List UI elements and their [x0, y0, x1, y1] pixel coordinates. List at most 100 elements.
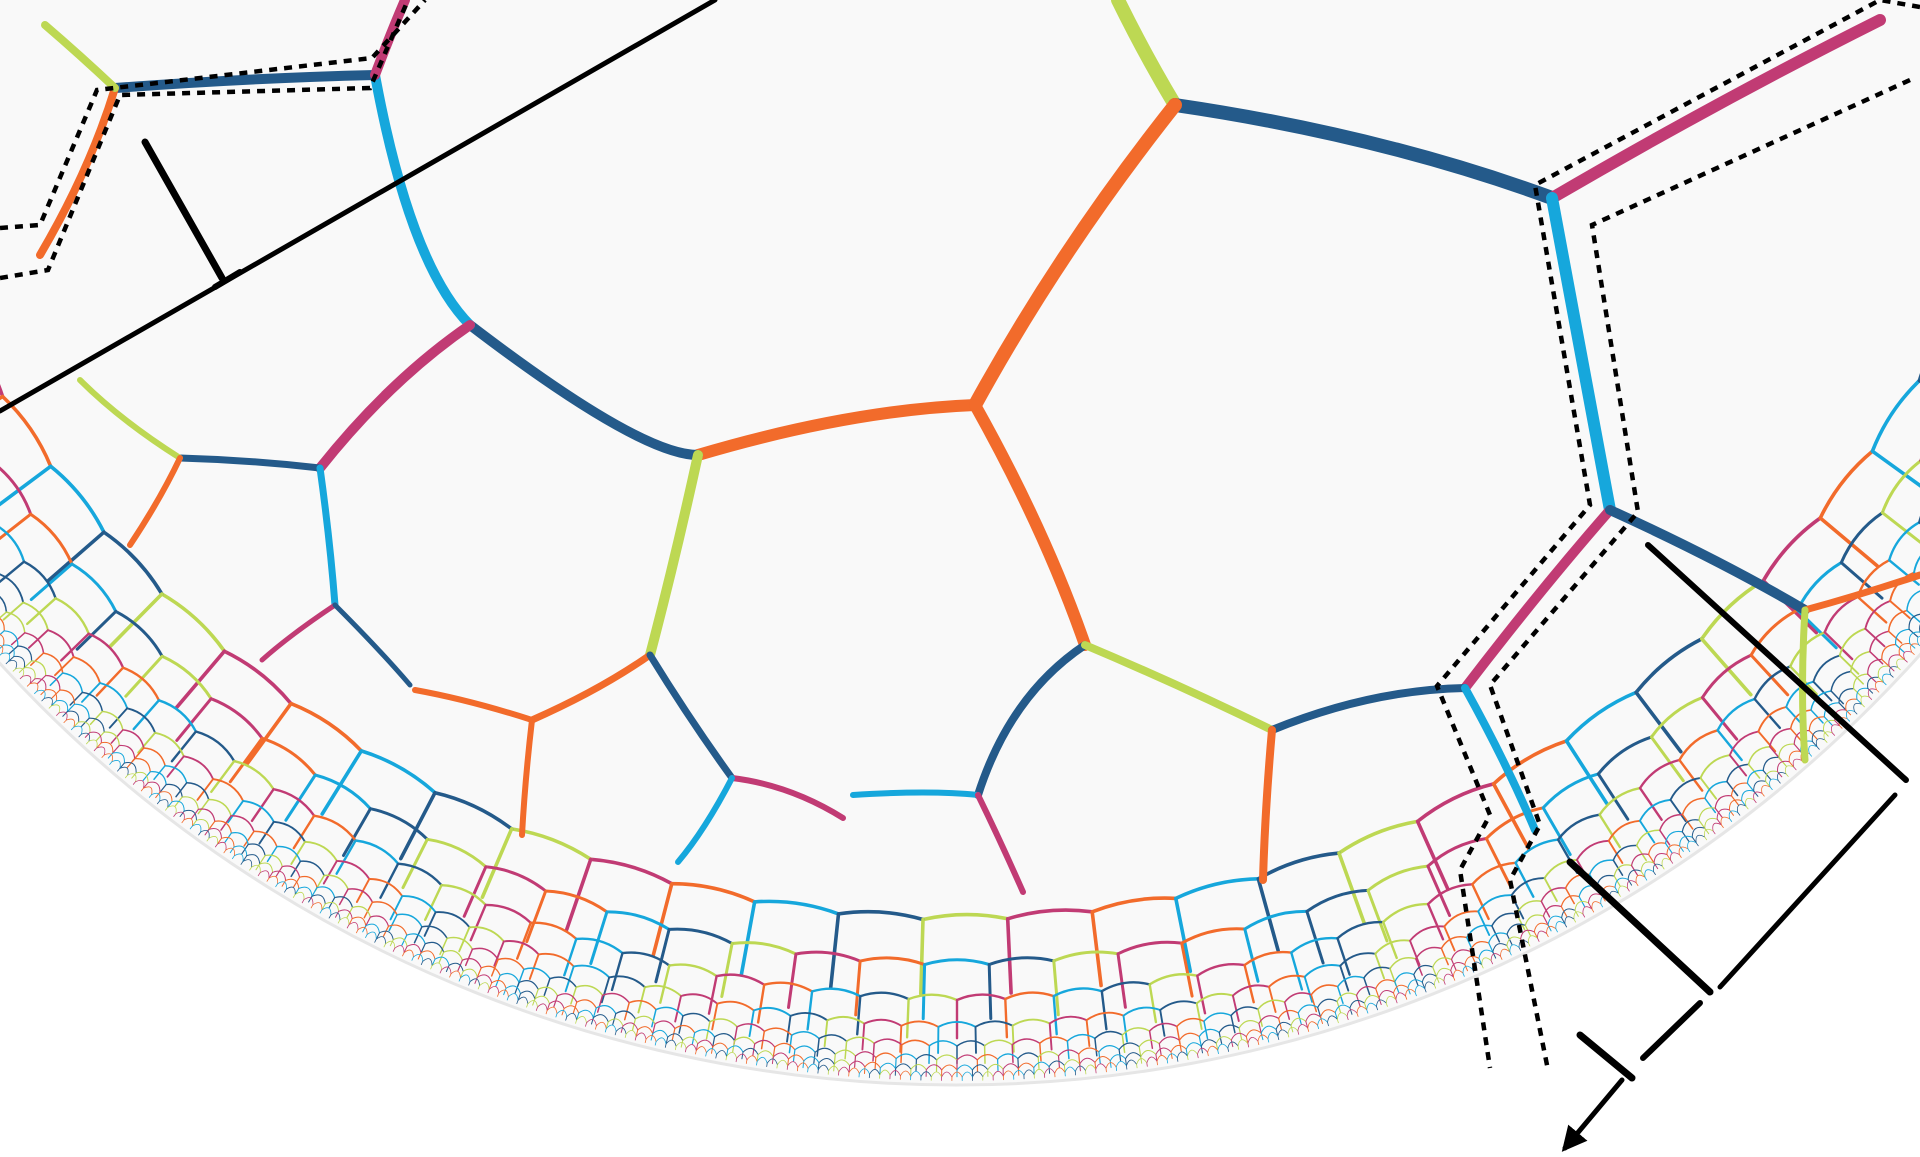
tile-edge: [1587, 902, 1593, 910]
tile-edge: [122, 729, 145, 749]
tile-edge: [736, 1053, 748, 1061]
tile-edge: [480, 827, 514, 899]
tile-edge: [1547, 915, 1563, 926]
tile-edge: [1588, 859, 1615, 876]
tile-edge: [469, 903, 487, 942]
tile-edge: [570, 986, 577, 1005]
tile-edge: [875, 1052, 897, 1060]
tile-edge: [1180, 941, 1194, 998]
tile-edge: [423, 911, 437, 937]
tile-edge: [313, 773, 372, 811]
tile-edge: [1148, 973, 1199, 986]
tile-edge: [1227, 1047, 1229, 1052]
tile-edge: [431, 958, 436, 966]
tile-edge: [1801, 571, 1920, 614]
tile-edge: [1659, 813, 1684, 832]
tile-edge: [1614, 886, 1619, 894]
tile-edge: [1336, 1012, 1348, 1020]
tile-edge: [1644, 869, 1654, 878]
tile-edge: [592, 1014, 609, 1023]
tile-edge: [776, 1064, 778, 1069]
tile-edge: [289, 701, 364, 753]
tile-edge: [849, 1060, 866, 1068]
tile-edge: [299, 875, 318, 889]
tile-edge: [166, 755, 185, 778]
tile-edge: [433, 790, 514, 831]
tile-edge: [69, 691, 84, 706]
tile-edge: [854, 1051, 877, 1059]
tile-edge: [1215, 1036, 1232, 1044]
tile-edge: [675, 1045, 677, 1051]
tile-edge: [635, 1029, 639, 1037]
tile-edge: [905, 997, 910, 1039]
dashed-outline-left: [0, 0, 427, 231]
tile-edge: [242, 799, 275, 823]
tile-edge: [132, 699, 161, 731]
tile-edge: [1395, 999, 1398, 1004]
tile-edge: [1877, 665, 1890, 678]
tile-edge: [1824, 739, 1828, 743]
tile-edge: [468, 981, 471, 986]
tile-edge: [401, 837, 429, 890]
tile-edge: [588, 857, 674, 886]
tile-edge: [1897, 666, 1901, 671]
tile-edge: [726, 1052, 738, 1059]
tile-edge: [1769, 778, 1779, 788]
tile-edge: [78, 733, 82, 738]
tile-edge: [956, 1064, 973, 1071]
tile-edge: [171, 800, 185, 812]
tile-edge: [167, 805, 177, 814]
tile-edge: [484, 865, 548, 893]
tile-edge: [1230, 1039, 1234, 1048]
tile-edge: [1714, 794, 1732, 809]
tile-edge: [392, 937, 408, 947]
tile-edge: [1317, 998, 1338, 1008]
tile-edge: [806, 990, 814, 1031]
tile-edge: [370, 70, 475, 330]
tile-edge: [505, 985, 521, 995]
tile-edge: [532, 998, 536, 1006]
tile-edge: [659, 964, 671, 1004]
tile-edge: [1867, 687, 1874, 694]
tile-edge: [972, 1071, 984, 1078]
tile-edge: [1231, 984, 1270, 997]
tile-edge: [143, 786, 153, 795]
tile-edge: [635, 1032, 647, 1040]
tile-edge: [60, 632, 90, 662]
tile-edge: [1257, 1040, 1260, 1045]
tile-edge: [1704, 780, 1728, 800]
tile-edge: [233, 845, 248, 857]
tile-edge: [1477, 894, 1513, 913]
tile-edge: [665, 1039, 677, 1047]
tile-edge: [1627, 887, 1630, 892]
tile-edge: [889, 1070, 901, 1077]
tile-edge: [680, 993, 719, 1005]
tile-edge: [1187, 1049, 1198, 1057]
tile-edge: [595, 1025, 597, 1030]
tile-edge: [794, 1045, 816, 1053]
tile-edge: [266, 877, 270, 882]
tile-edge: [379, 930, 394, 941]
tile-edge: [921, 912, 1010, 922]
tile-edge: [1393, 992, 1397, 1000]
tile-edge: [1664, 830, 1683, 844]
tile-edge: [1159, 1009, 1166, 1037]
tile-edge: [1757, 730, 1777, 753]
tile-edge: [1310, 984, 1339, 996]
tile-edge: [424, 884, 443, 921]
tile-edge: [1267, 1032, 1279, 1039]
tile-edge: [1346, 1015, 1349, 1020]
tile-edge: [1793, 729, 1810, 745]
tile-edge: [675, 775, 735, 865]
tile-edge: [1728, 810, 1739, 819]
tile-edge: [204, 828, 210, 836]
tile-edge: [197, 798, 210, 815]
tile-edge: [157, 699, 198, 733]
tile-edge: [1730, 782, 1748, 797]
tile-edge: [1757, 706, 1788, 733]
tile-edge: [212, 778, 245, 802]
tile-edge: [371, 901, 398, 916]
tile-edge: [1339, 964, 1350, 992]
tile-edge: [1378, 989, 1394, 999]
tile-edge: [527, 1000, 538, 1008]
